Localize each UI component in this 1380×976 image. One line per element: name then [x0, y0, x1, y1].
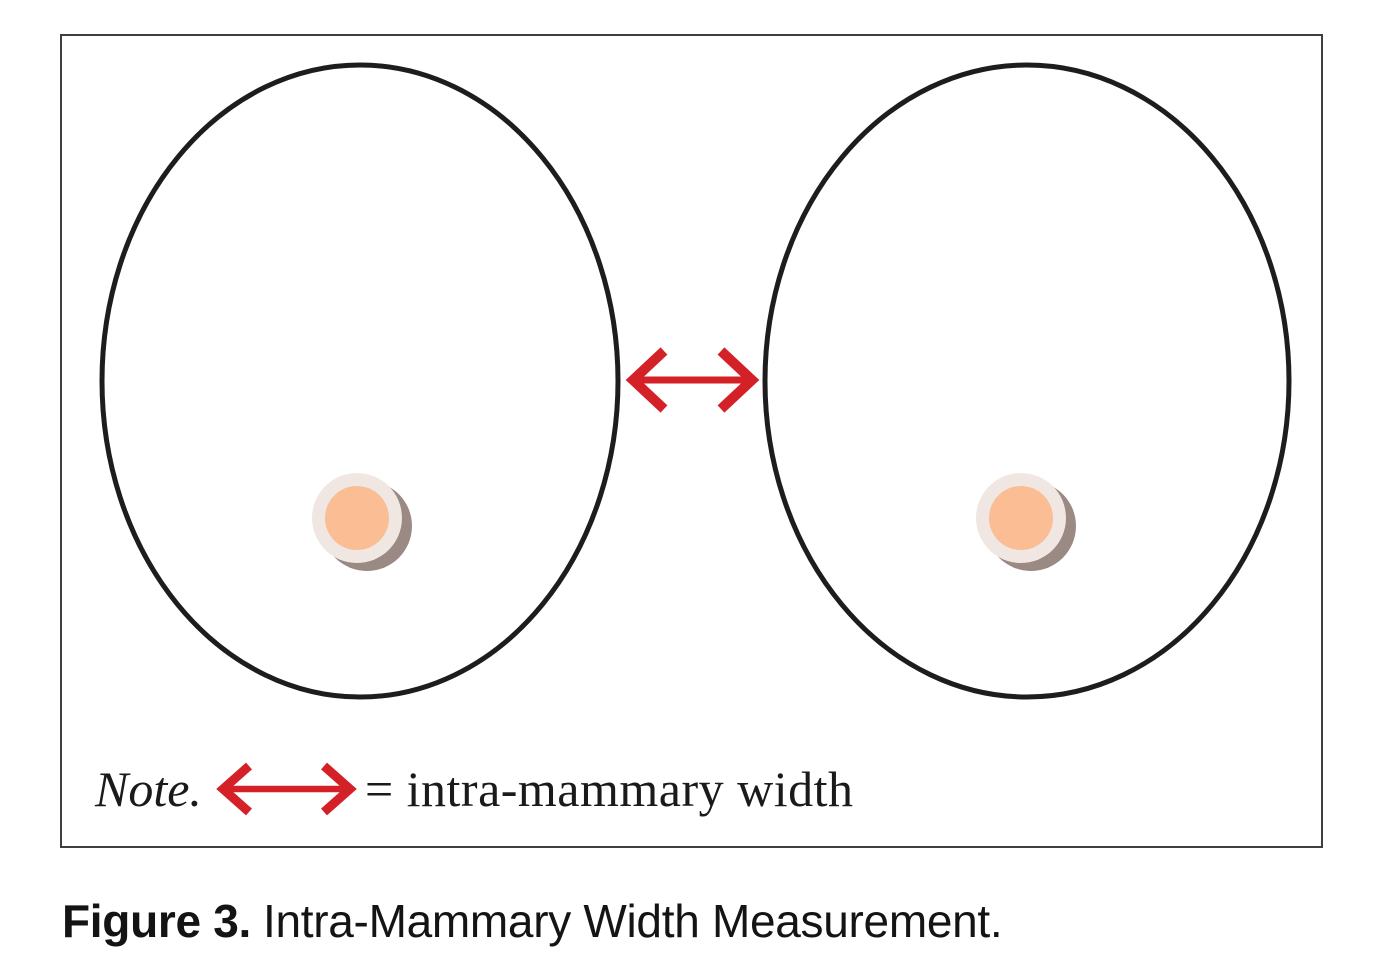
- left-areola: [312, 473, 412, 571]
- right-breast-ellipse: [762, 62, 1292, 700]
- figure-caption-title: Intra-Mammary Width Measurement.: [263, 895, 1003, 947]
- figure-caption-number: Figure 3.: [62, 895, 252, 947]
- note-prefix: Note.: [95, 761, 202, 817]
- intra-mammary-width-arrow-icon: [625, 347, 760, 413]
- figure-caption: Figure 3.Intra-Mammary Width Measurement…: [62, 894, 1003, 948]
- figure-panel: Note. = intra-mammary width: [60, 34, 1323, 848]
- note-label: = intra-mammary width: [364, 761, 854, 817]
- note-line: Note. = intra-mammary width: [95, 754, 854, 824]
- left-breast-ellipse: [99, 62, 621, 700]
- double-arrow-icon: [216, 762, 357, 816]
- right-areola: [976, 473, 1076, 571]
- diagram-canvas: [99, 62, 1292, 700]
